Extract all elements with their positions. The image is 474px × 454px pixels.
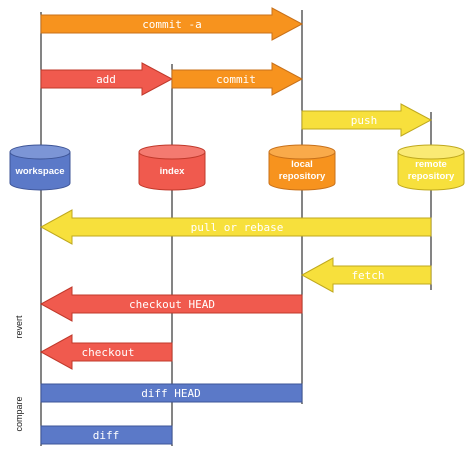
remote-repository-label-line2: repository — [408, 171, 455, 182]
diff-bar: diff — [40, 425, 173, 445]
workspace-label: workspace — [14, 166, 64, 177]
compare-section-label: compare — [14, 396, 24, 431]
fetch-arrow: fetch — [300, 257, 432, 293]
pull-or-rebase-arrow: pull or rebase — [39, 209, 432, 245]
checkout-arrow: checkout — [39, 334, 173, 370]
checkout-head-label: checkout HEAD — [129, 298, 215, 311]
commit-arrow: commit — [171, 62, 304, 96]
index-database-icon: index — [138, 144, 206, 191]
push-arrow: push — [301, 103, 433, 137]
diff-head-bar: diff HEAD — [40, 383, 303, 403]
index-label: index — [160, 166, 186, 177]
diff-head-label: diff HEAD — [141, 387, 201, 400]
add-label: add — [96, 73, 116, 86]
commit-label: commit — [216, 73, 256, 86]
remote-repository-label-line1: remote — [415, 159, 447, 170]
local-repository-database-icon: local repository — [268, 144, 336, 191]
add-arrow: add — [40, 62, 174, 96]
fetch-label: fetch — [351, 269, 384, 282]
push-label: push — [351, 114, 378, 127]
diff-label: diff — [93, 429, 120, 442]
revert-section-label: revert — [14, 315, 24, 339]
remote-repository-database-icon: remote repository — [397, 144, 465, 191]
commit-a-label: commit -a — [142, 18, 202, 31]
commit-a-arrow: commit -a — [40, 7, 304, 41]
checkout-label: checkout — [82, 346, 135, 359]
checkout-head-arrow: checkout HEAD — [39, 286, 303, 322]
local-repository-label-line1: local — [291, 159, 313, 170]
local-repository-label-line2: repository — [279, 171, 326, 182]
workspace-database-icon: workspace — [9, 144, 71, 191]
pull-or-rebase-label: pull or rebase — [191, 221, 284, 234]
